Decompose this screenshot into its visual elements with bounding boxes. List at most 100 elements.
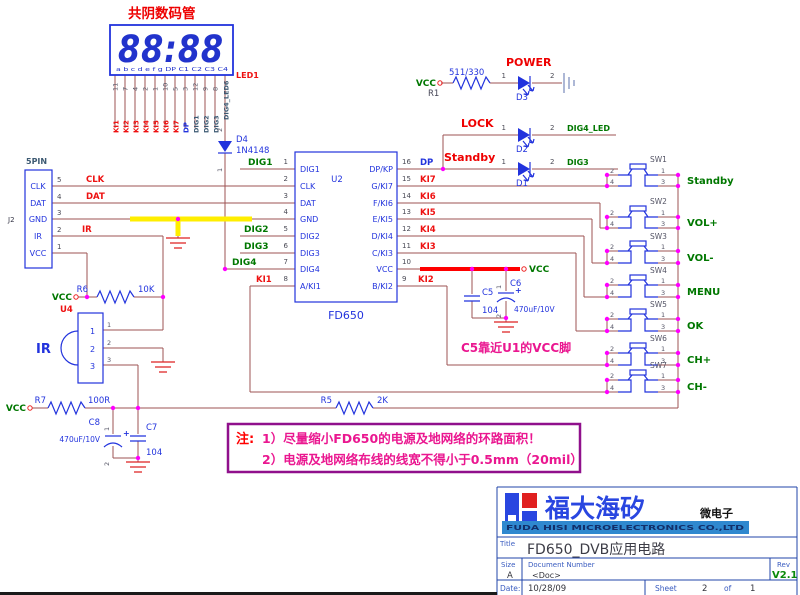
u2-rpin-eki5: E/KI5 [373,215,393,224]
d3-pin2: 2 [550,72,554,80]
sw4-net: MENU [687,287,720,298]
sheet-label: Sheet [655,584,677,593]
j2-pin-clk: CLK [30,182,46,191]
sw1-refdes: SW1 [650,155,667,164]
c5-capacitor: C5 104 [464,288,498,316]
sw5-pin2: 2 [610,311,614,319]
vcc-port-r1: VCC [416,79,437,89]
net-label-dp: DP [420,158,433,168]
size-value: A [507,571,513,581]
j2-pin-vcc: VCC [30,249,47,258]
d3-refdes: D3 [516,93,528,103]
notes-border [226,422,582,474]
sw6-net: CH+ [687,355,711,366]
r5-value: 2K [377,396,388,406]
sw6-pin4: 4 [610,357,614,365]
display-refdes: LED1 [236,71,259,80]
sw4-pin3: 3 [661,289,665,297]
sw4-pin2: 2 [610,277,614,285]
c7-value: 104 [146,448,162,458]
switch-sw3[interactable]: SW3 2 1 4 3 VOL- [604,232,714,266]
switch-sw2[interactable]: SW2 2 1 4 3 VOL+ [604,197,718,231]
company-banner-text: FUDA HISI MICROELECTRONICS CO.,LTD [506,524,744,532]
u2-rnum-10: 10 [402,258,411,266]
net-label-dig1: DIG1 [248,158,272,168]
c8-plus: + [123,429,130,438]
sw5-refdes: SW5 [650,300,667,309]
u2-lnum-7: 7 [284,258,288,266]
sw6-pin2: 2 [610,345,614,353]
lock-label: LOCK [461,117,494,130]
sheet-bottom-edge [0,592,497,595]
sw3-net: VOL- [687,253,714,264]
j2-num-5: 5 [57,176,61,184]
r7-value: 100R [88,396,110,406]
sw7-pin3: 3 [661,384,665,392]
u4-pin3-num: 3 [107,356,111,364]
d1-pin2: 2 [550,158,554,166]
seven-seg-display: 共阴数码管 88:88 a b c d e f g DP C1 C2 C3 C4… [109,5,259,133]
u2-rpin-vcc: VCC [376,265,393,274]
switch-sw7[interactable]: SW7 2 1 4 3 CH- [604,361,707,395]
disp-net-ki6: KI6 [163,120,171,133]
c5-placement-note: C5靠近U1的VCC脚 [461,340,571,355]
switch-sw4[interactable]: SW4 2 1 4 3 MENU [604,266,720,300]
u2-rnum-16: 16 [402,158,411,166]
disp-pin-num-3: 2 [142,87,150,91]
junction-dots [84,166,509,461]
disp-net-dig4-led6: DIG4_LED6 [223,80,231,120]
sw5-net: OK [687,321,705,332]
resistor-icon-r1 [452,75,491,91]
j2-num-1: 1 [57,243,61,251]
c8-refdes: C8 [89,418,100,428]
r5-resistor: R5 2K [321,396,388,416]
disp-pin-num-4: 1 [152,87,160,91]
u2-rpin-gki7: G/KI7 [371,182,393,191]
r6-refdes: R6 [77,285,88,295]
sw6-pin1: 1 [661,345,665,353]
doc-number-value: <Doc> [532,571,561,580]
u4-pin2-name: 2 [90,345,95,354]
r1-refdes: R1 [428,89,439,99]
cap-icon-c8 [103,442,123,448]
u2-body [294,151,398,303]
switch-sw1[interactable]: SW1 2 1 4 3 Standby [604,155,734,189]
d4-pin2: 2 [216,128,224,132]
sw3-pin3: 3 [661,255,665,263]
notes-prefix: 注: [236,431,254,447]
u2-lpin-dig2: DIG2 [300,232,320,241]
d2-pin1: 1 [502,124,506,132]
d1-pin1: 1 [502,158,506,166]
u2-lnum-6: 6 [284,242,289,250]
sw1-pin4: 4 [610,178,614,186]
ir-lens-icon [60,330,79,366]
sw7-pin1: 1 [661,372,665,380]
resistor-icon-r7 [47,400,86,416]
display-digits: 88:88 [118,28,224,71]
c7-capacitor: C7 104 [130,423,162,458]
u2-part: FD650 [328,309,364,322]
u2-rpin-bki2: B/KI2 [372,282,393,291]
power-label: POWER [506,56,552,69]
rev-label: Rev [777,561,790,569]
net-label-ki7: KI7 [420,175,436,185]
power-led-row: POWER 511/330 R1 1 2 D3 [428,56,554,103]
vcc-port-u2: VCC [529,265,550,275]
company-logo [505,493,537,525]
date-label: Date: [500,584,520,593]
keypad-switches: SW1 2 1 4 3 Standby SW2 2 1 4 3 VOL+ [604,155,734,395]
sw5-pin3: 3 [661,323,665,331]
switch-sw5[interactable]: SW5 2 1 4 3 OK [604,300,705,334]
display-title: 共阴数码管 [128,5,196,22]
sw7-net: CH- [687,382,707,393]
j2-header: 5PIN [26,157,47,166]
switch-sw6[interactable]: SW6 2 1 4 3 CH+ [604,334,711,368]
net-label-dig2: DIG2 [244,225,268,235]
resistor-icon-r5 [335,400,374,416]
sheet-of-label: of [724,584,732,593]
r1-value: 511/330 [449,68,484,78]
u2-rnum-9: 9 [402,275,406,283]
c6-plus: + [515,286,522,295]
rev-value: V2.1 [772,570,797,581]
